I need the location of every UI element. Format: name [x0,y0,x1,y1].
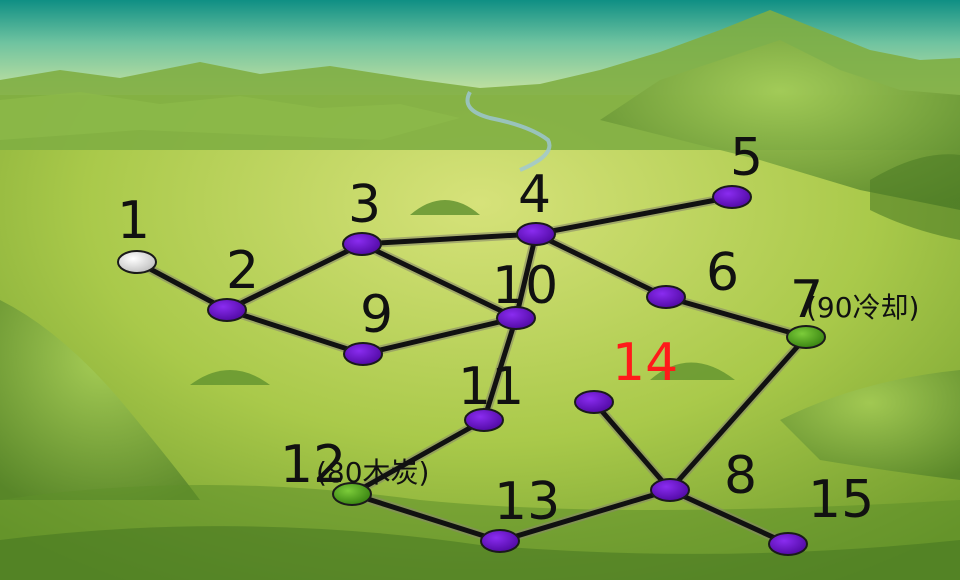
node-number-5: 5 [730,128,763,188]
path-segment-3-10 [359,241,519,321]
path-segment-11-12 [349,417,487,497]
node-number-9: 9 [360,285,393,345]
map-node-7[interactable] [786,325,826,349]
path-segment-4-6 [533,231,669,300]
path-segment-10-11 [481,315,519,423]
node-number-8: 8 [724,446,757,506]
node-number-7: 7 [790,270,823,330]
path-segment-14-8 [591,399,673,493]
map-node-11[interactable] [464,408,504,432]
node-number-2: 2 [226,241,259,301]
path-segment-13-8 [497,487,673,544]
path-segment-3-4 [359,231,539,247]
node-number-13: 13 [494,472,560,532]
path-segment-6-7 [663,294,809,340]
node-note-7: (90冷却) [806,291,919,324]
map-node-2[interactable] [207,298,247,322]
node-number-6: 6 [706,243,739,303]
map-node-1[interactable] [117,250,157,274]
map-node-4[interactable] [516,222,556,246]
node-number-12: 12 [280,435,346,495]
node-number-15: 15 [808,470,874,530]
map-node-15[interactable] [768,532,808,556]
map-node-9[interactable] [343,342,383,366]
node-number-3: 3 [348,175,381,235]
node-number-10: 10 [492,256,558,316]
path-segment-4-5 [533,194,735,237]
path-segment-2-3 [224,241,365,313]
map-node-14[interactable] [574,390,614,414]
path-segment-7-8 [667,334,809,493]
path-segment-9-10 [360,315,519,357]
map-node-8[interactable] [650,478,690,502]
map-node-12[interactable] [332,482,372,506]
path-segment-2-9 [224,307,366,357]
map-node-3[interactable] [342,232,382,256]
path-segment-1-2 [134,259,230,313]
path-network [132,192,811,549]
node-number-1: 1 [117,191,150,251]
path-segment-4-10 [513,231,539,321]
path-segment-8-15 [667,487,791,547]
map-node-13[interactable] [480,529,520,553]
map-node-10[interactable] [496,306,536,330]
path-segment-12-13 [349,491,503,544]
node-number-11: 11 [458,357,524,417]
node-number-4: 4 [518,165,551,225]
node-note-12: (80木炭) [316,456,429,489]
node-number-14: 14 [612,333,678,393]
map-node-6[interactable] [646,285,686,309]
map-nodes [117,185,826,556]
map-node-5[interactable] [712,185,752,209]
